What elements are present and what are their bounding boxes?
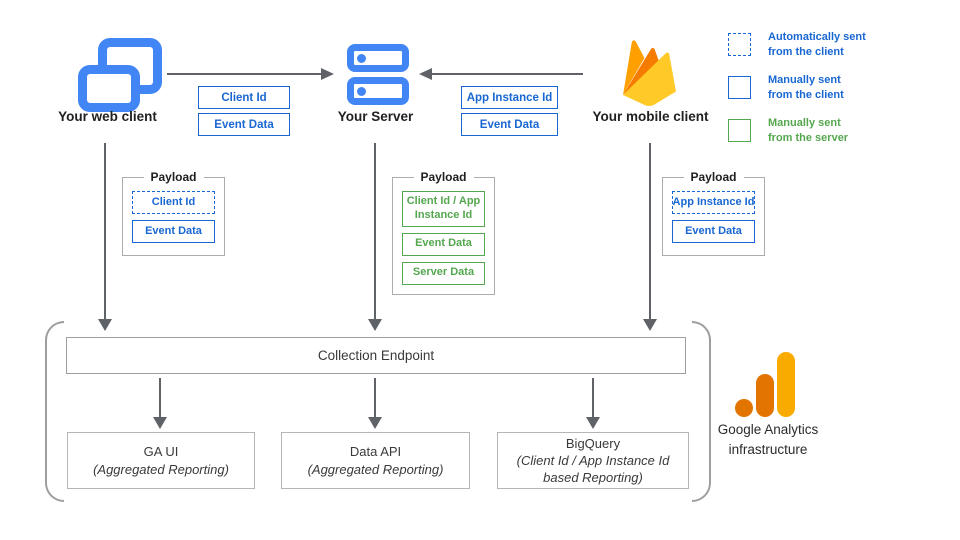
arrowhead-right-icon [321,68,334,80]
arrowhead-left-icon [419,68,432,80]
transit-event-data: Event Data [198,113,290,136]
payload-box-server: Payload Client Id / App Instance Id Even… [392,170,495,295]
data-api-subtitle: (Aggregated Reporting) [307,461,444,477]
arrowhead-down-icon [368,417,382,429]
google-analytics-logo-icon [735,352,797,418]
mobile-client-label: Your mobile client [592,109,709,124]
payload-item-event-data: Event Data [402,232,485,256]
web-client-icon [78,38,162,112]
payload-box-web: Payload Client Id Event Data [122,170,225,256]
payload-item-event-data: Event Data [672,220,755,243]
web-client-label: Your web client [58,109,157,124]
infrastructure-bracket-right [692,321,711,502]
server-label: Your Server [337,109,414,124]
arrowhead-down-icon [643,319,657,331]
payload-title: Payload [413,170,474,184]
bigquery-name: BigQuery [565,435,621,451]
payload-item-event-data: Event Data [132,220,215,243]
payload-title: Payload [683,170,744,184]
legend-solid-green-swatch [728,119,751,143]
infrastructure-bracket-left [45,321,64,502]
server-icon-dot [357,53,366,63]
ga-ui-name: GA UI [143,444,179,460]
payload-item-client-app-id: Client Id / App Instance Id [402,191,485,227]
collection-endpoint-box: Collection Endpoint [66,337,686,374]
payload-item-server-data: Server Data [402,261,485,285]
legend-solid-blue-swatch [728,76,751,100]
payload-item-app-instance-id: App Instance Id [672,191,755,214]
payload-item-client-id: Client Id [132,191,215,214]
web-transit-labels: Client Id Event Data [198,86,290,136]
legend-dashed-blue-swatch [728,33,751,57]
firebase-icon [623,40,676,106]
transit-client-id: Client Id [198,86,290,109]
server-icon-dot [357,86,366,96]
mobile-transit-labels: App Instance Id Event Data [461,86,558,136]
arrowhead-down-icon [368,319,382,331]
data-api-box: Data API (Aggregated Reporting) [281,432,470,489]
data-api-name: Data API [349,444,402,460]
ga-ui-box: GA UI (Aggregated Reporting) [67,432,255,489]
arrowhead-down-icon [98,319,112,331]
bigquery-subtitle: (Client Id / App Instance Id based Repor… [516,452,670,486]
server-icon-rack-bottom [347,77,409,105]
arrowhead-down-icon [153,417,167,429]
arrowhead-down-icon [586,417,600,429]
server-icon [347,44,409,110]
transit-app-instance-id: App Instance Id [461,86,558,109]
bigquery-box: BigQuery (Client Id / App Instance Id ba… [497,432,689,489]
payload-title: Payload [143,170,204,184]
transit-event-data: Event Data [461,113,558,136]
web-client-icon-front-window [78,65,140,112]
server-icon-rack-top [347,44,409,72]
payload-box-mobile: Payload App Instance Id Event Data [662,170,765,256]
ga-ui-subtitle: (Aggregated Reporting) [93,461,229,477]
